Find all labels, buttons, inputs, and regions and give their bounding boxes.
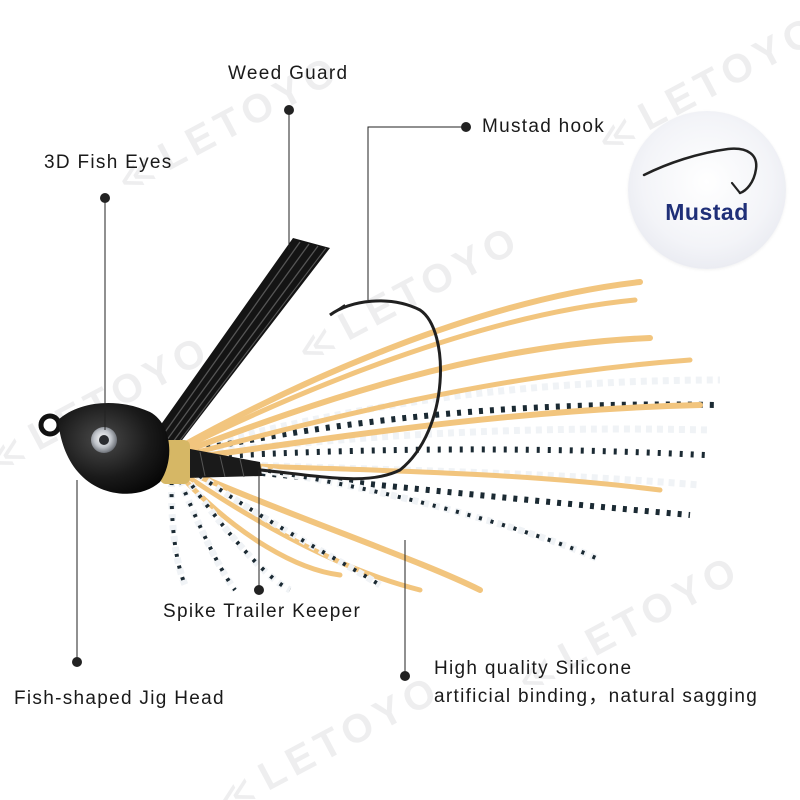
jig-head-label: Fish-shaped Jig Head [14, 688, 225, 709]
hook-icon [642, 147, 758, 195]
mustad-hook-shape [199, 299, 442, 481]
mustad-badge: Mustad [628, 111, 786, 269]
silicone-label: High quality Silicone artificial binding… [434, 655, 758, 711]
fish-eyes-label: 3D Fish Eyes [44, 152, 173, 173]
callout-lines [72, 105, 471, 681]
mustad-brand-text: Mustad [665, 199, 749, 225]
mustad-hook-label: Mustad hook [482, 116, 606, 137]
spike-keeper-label: Spike Trailer Keeper [163, 601, 362, 622]
weed-guard-label: Weed Guard [228, 63, 349, 84]
silicone-label-line1: High quality Silicone [434, 658, 633, 679]
silicone-label-line2: artificial binding，natural sagging [434, 686, 759, 707]
weed-guard [150, 238, 330, 448]
jig-head [38, 402, 170, 494]
